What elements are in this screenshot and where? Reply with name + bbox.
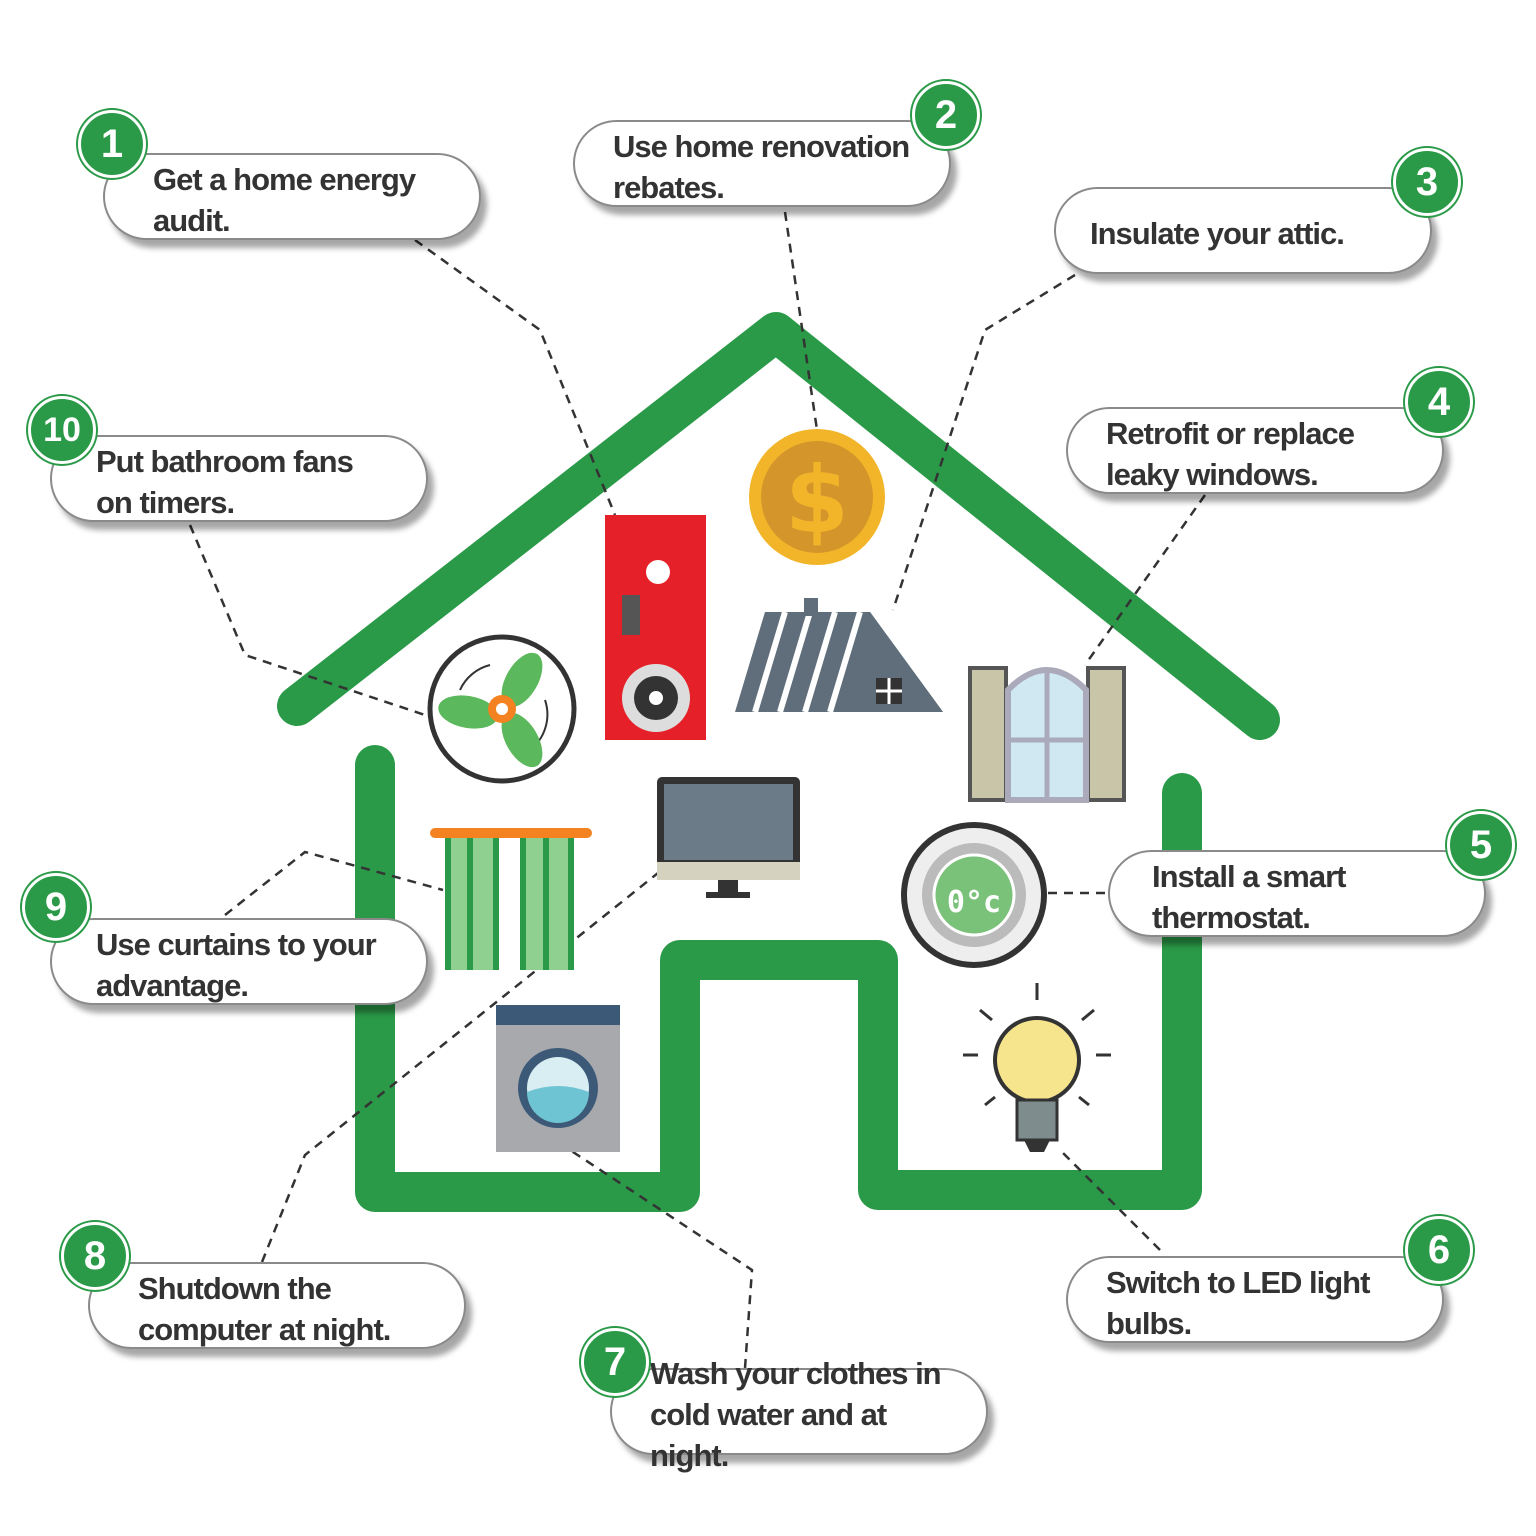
tip-number-badge: 4 xyxy=(1405,368,1473,436)
tip-callout-3: Insulate your attic. xyxy=(1054,187,1432,274)
tip-text: Use home renovation rebates. xyxy=(613,128,910,205)
tip-number-badge: 10 xyxy=(28,396,96,464)
window-icon xyxy=(968,666,1126,803)
tip-number-badge: 7 xyxy=(581,1328,649,1396)
tip-callout-4: Retrofit or replace leaky windows. xyxy=(1066,407,1444,494)
energy-audit-meter-icon xyxy=(605,515,706,740)
tip-number-badge: 8 xyxy=(61,1222,129,1290)
house-outline xyxy=(277,312,1280,1212)
computer-icon xyxy=(657,777,800,898)
tip-text: Get a home energy audit. xyxy=(153,161,416,238)
tip-callout-9: Use curtains to your advantage. xyxy=(50,918,428,1005)
tip-text: Wash your clothes in cold water and at n… xyxy=(650,1356,942,1473)
curtains-icon xyxy=(430,828,592,970)
tip-text: Use curtains to your advantage. xyxy=(96,926,377,1003)
tip-text: Retrofit or replace leaky windows. xyxy=(1106,415,1355,492)
svg-text:$: $ xyxy=(785,447,849,554)
thermostat-icon: 0°c xyxy=(901,822,1047,968)
tip-text: Install a smart thermostat. xyxy=(1152,858,1346,935)
tip-callout-6: Switch to LED light bulbs. xyxy=(1066,1256,1444,1343)
thermostat-display: 0°c xyxy=(947,885,1001,920)
washing-machine-icon xyxy=(496,1005,620,1152)
tip-callout-10: Put bathroom fans on timers. xyxy=(50,435,428,522)
tip-number-badge: 1 xyxy=(78,110,146,178)
connector-lines xyxy=(188,211,1207,1369)
tip-callout-1: Get a home energy audit. xyxy=(103,153,481,240)
tip-number-badge: 9 xyxy=(22,873,90,941)
light-bulb-icon xyxy=(963,983,1111,1152)
tip-number-badge: 6 xyxy=(1405,1216,1473,1284)
tip-number-badge: 3 xyxy=(1393,148,1461,216)
tip-callout-2: Use home renovation rebates. xyxy=(573,120,951,207)
fan-icon xyxy=(427,634,577,784)
dollar-coin-icon: $ xyxy=(749,429,885,565)
tip-text: Insulate your attic. xyxy=(1090,216,1345,251)
tip-callout-5: Install a smart thermostat. xyxy=(1108,850,1486,937)
tip-number-badge: 2 xyxy=(912,81,980,149)
roof-icon xyxy=(735,598,943,713)
tip-callout-7: Wash your clothes in cold water and at n… xyxy=(610,1356,988,1473)
tip-text: Put bathroom fans on timers. xyxy=(96,443,354,520)
tip-text: Switch to LED light bulbs. xyxy=(1106,1264,1370,1341)
tip-callout-8: Shutdown the computer at night. xyxy=(88,1262,466,1349)
tip-text: Shutdown the computer at night. xyxy=(138,1270,391,1347)
tip-number-badge: 5 xyxy=(1447,811,1515,879)
